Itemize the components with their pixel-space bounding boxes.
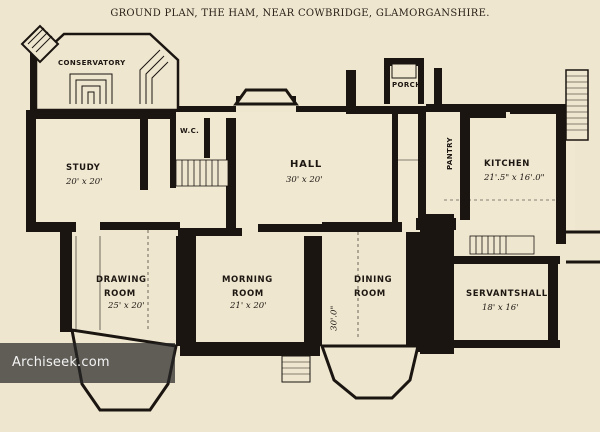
room-label-morning-line2: ROOM — [232, 289, 264, 299]
room-label-drawing-line1: DRAWING — [96, 275, 147, 285]
room-dim-study: 20' x 20' — [66, 177, 103, 187]
room-label-wc: W.C. — [180, 127, 200, 135]
room-label-servants-hall: SERVANTSHALL — [466, 289, 548, 299]
plan-title: GROUND PLAN, THE HAM, NEAR COWBRIDGE, GL… — [110, 8, 490, 19]
room-label-pantry: PANTRY — [446, 136, 455, 171]
room-dim-kitchen: 21'.5" x 16'.0" — [484, 173, 545, 183]
room-label-kitchen: KITCHEN — [484, 159, 531, 169]
room-label-hall: HALL — [290, 159, 323, 170]
room-dim-hall: 30' x 20' — [286, 175, 323, 185]
room-label-dining-line1: DINING — [354, 275, 393, 285]
room-label-morning-line1: MORNING — [222, 275, 273, 285]
watermark-banner — [0, 343, 175, 383]
room-dim-morning: 21' x 20' — [230, 301, 267, 311]
watermark-text: Archiseek.com — [12, 355, 110, 370]
room-label-study: STUDY — [66, 163, 101, 173]
room-label-drawing-line2: ROOM — [104, 289, 136, 299]
room-dim-dining: 30'.0" — [329, 305, 340, 331]
room-dim-drawing: 25' x 20' — [108, 301, 145, 311]
room-dim-servants-hall: 18' x 16' — [482, 303, 519, 313]
room-label-porch: PORCH — [392, 81, 422, 89]
room-label-dining-line2: ROOM — [354, 289, 386, 299]
room-label-conservatory: CONSERVATORY — [58, 59, 126, 67]
